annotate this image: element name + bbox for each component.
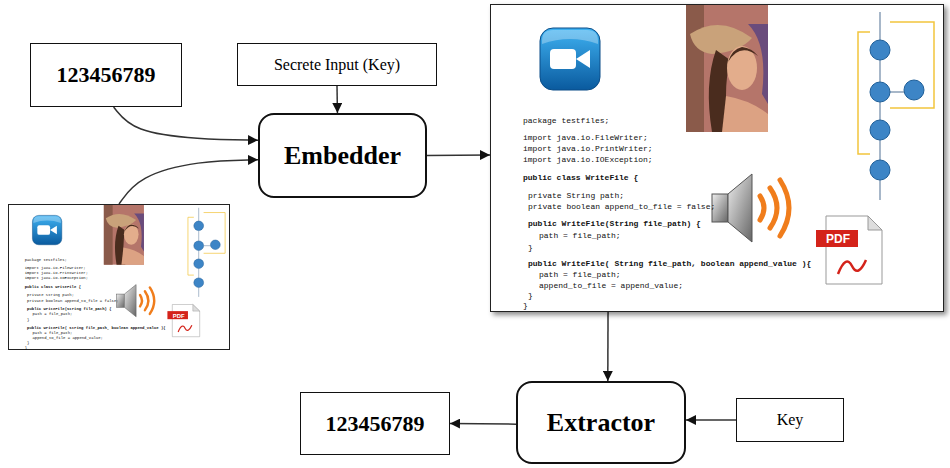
code-line: } <box>25 345 27 349</box>
node-label: Key <box>777 411 804 429</box>
node-label: 123456789 <box>326 411 425 437</box>
code-line-slot: append_to_file = append_value; <box>539 274 683 292</box>
code-line-slot: } <box>25 342 27 351</box>
pdf-label-slot: PDF <box>168 312 189 320</box>
connector-arrow <box>119 160 258 204</box>
code-line-slot: private String path; <box>27 290 74 299</box>
code-line: public WriteFile(String file_path) { <box>528 219 701 228</box>
code-line-slot: public class WriteFile { <box>25 281 81 290</box>
code-line-slot: } <box>523 294 528 312</box>
node-label: 123456789 <box>57 62 156 88</box>
stego-media-panel: package testfiles; import java.io.FileWri… <box>490 4 944 312</box>
code-line: import java.io.IOException; <box>25 276 88 280</box>
key-input-box: Secrete Input (Key) <box>237 43 437 86</box>
pdf-label-slot: PDF <box>817 231 859 248</box>
code-line-slot: public WriteFile(String file_path) { <box>27 303 112 312</box>
code-line-slot: import java.io.FileWriter; <box>25 262 86 271</box>
connector-arrow <box>114 107 258 140</box>
code-line: path = file_path; <box>32 331 72 335</box>
key-box: Key <box>736 398 844 442</box>
code-line-slot: } <box>27 315 29 324</box>
code-line-slot: append_to_file = append_value; <box>32 333 102 342</box>
code-line-slot: public WriteFile( String file_path, bool… <box>27 322 166 331</box>
code-line: private boolean append_to_file = false; <box>528 202 715 211</box>
number-box: 123456789 <box>30 43 182 107</box>
code-line: public WriteFile(String file_path) { <box>27 306 112 310</box>
code-line-slot: private boolean append_to_file = false; <box>528 195 715 213</box>
code-line: } <box>523 301 528 310</box>
code-line-slot: } <box>528 236 533 254</box>
code-line-slot: public WriteFile(String file_path) { <box>528 212 701 230</box>
code-line: public WriteFile( String file_path, bool… <box>528 259 811 268</box>
code-line: path = file_path; <box>32 312 72 316</box>
cover-media-art <box>8 204 230 350</box>
code-line: package testfiles; <box>523 116 609 125</box>
code-line: private String path; <box>528 191 624 200</box>
code-line: public class WriteFile { <box>25 285 81 289</box>
code-line-slot: package testfiles; <box>523 109 609 127</box>
code-line: private String path; <box>27 293 74 297</box>
code-line: import java.io.PrintWriter; <box>523 144 653 153</box>
code-line-slot: import java.io.IOException; <box>25 273 88 282</box>
number-box: 123456789 <box>300 392 450 455</box>
stego-media-art <box>490 4 944 312</box>
node-label: Secrete Input (Key) <box>274 56 400 74</box>
connector-arrow <box>450 423 516 425</box>
code-line-slot: import java.io.IOException; <box>523 148 653 166</box>
code-line: import java.io.IOException; <box>523 155 653 164</box>
code-line: import java.io.PrintWriter; <box>25 271 88 275</box>
connector-arrow <box>336 86 338 113</box>
panel-content: package testfiles; import java.io.FileWri… <box>491 5 945 313</box>
code-line: import java.io.FileWriter; <box>25 266 86 270</box>
pdf-label: PDF <box>817 231 859 248</box>
panel-content: package testfiles; import java.io.FileWri… <box>9 205 231 351</box>
code-line: private boolean append_to_file = false; <box>27 298 119 302</box>
code-line-slot: private String path; <box>528 184 624 202</box>
pdf-label: PDF <box>168 312 189 320</box>
connector-arrow <box>607 312 609 381</box>
code-line: append_to_file = append_value; <box>32 336 102 340</box>
embedder-box: Embedder <box>258 113 427 198</box>
connector-arrow <box>686 419 736 421</box>
node-label: Extractor <box>547 408 655 438</box>
code-line: path = file_path; <box>539 231 621 240</box>
code-line-slot: package testfiles; <box>25 254 67 263</box>
code-line-slot: import java.io.PrintWriter; <box>523 137 653 155</box>
code-line-slot: } <box>528 284 533 302</box>
code-line-slot: path = file_path; <box>32 309 72 318</box>
code-line-slot: public WriteFile( String file_path, bool… <box>528 252 811 270</box>
code-line: public class WriteFile { <box>523 173 638 182</box>
code-line-slot: import java.io.FileWriter; <box>523 126 648 144</box>
code-line: } <box>27 341 29 345</box>
code-line: append_to_file = append_value; <box>539 281 683 290</box>
code-line-slot: path = file_path; <box>539 263 621 281</box>
code-line-slot: public class WriteFile { <box>523 166 638 184</box>
code-line-slot: path = file_path; <box>32 327 72 336</box>
code-line-slot: } <box>27 337 29 346</box>
code-line-slot: path = file_path; <box>539 224 621 242</box>
code-line: } <box>528 243 533 252</box>
code-line: path = file_path; <box>539 270 621 279</box>
extractor-box: Extractor <box>516 381 686 464</box>
connector-arrow <box>427 154 490 156</box>
code-line: } <box>27 318 29 322</box>
code-line: public WriteFile( String file_path, bool… <box>27 325 166 329</box>
code-line-slot: import java.io.PrintWriter; <box>25 268 88 277</box>
code-line: package testfiles; <box>25 258 67 262</box>
code-line: } <box>528 291 533 300</box>
node-label: Embedder <box>284 141 401 171</box>
code-line: import java.io.FileWriter; <box>523 133 648 142</box>
code-line-slot: private boolean append_to_file = false; <box>27 295 119 304</box>
cover-media-panel: package testfiles; import java.io.FileWri… <box>8 204 230 350</box>
